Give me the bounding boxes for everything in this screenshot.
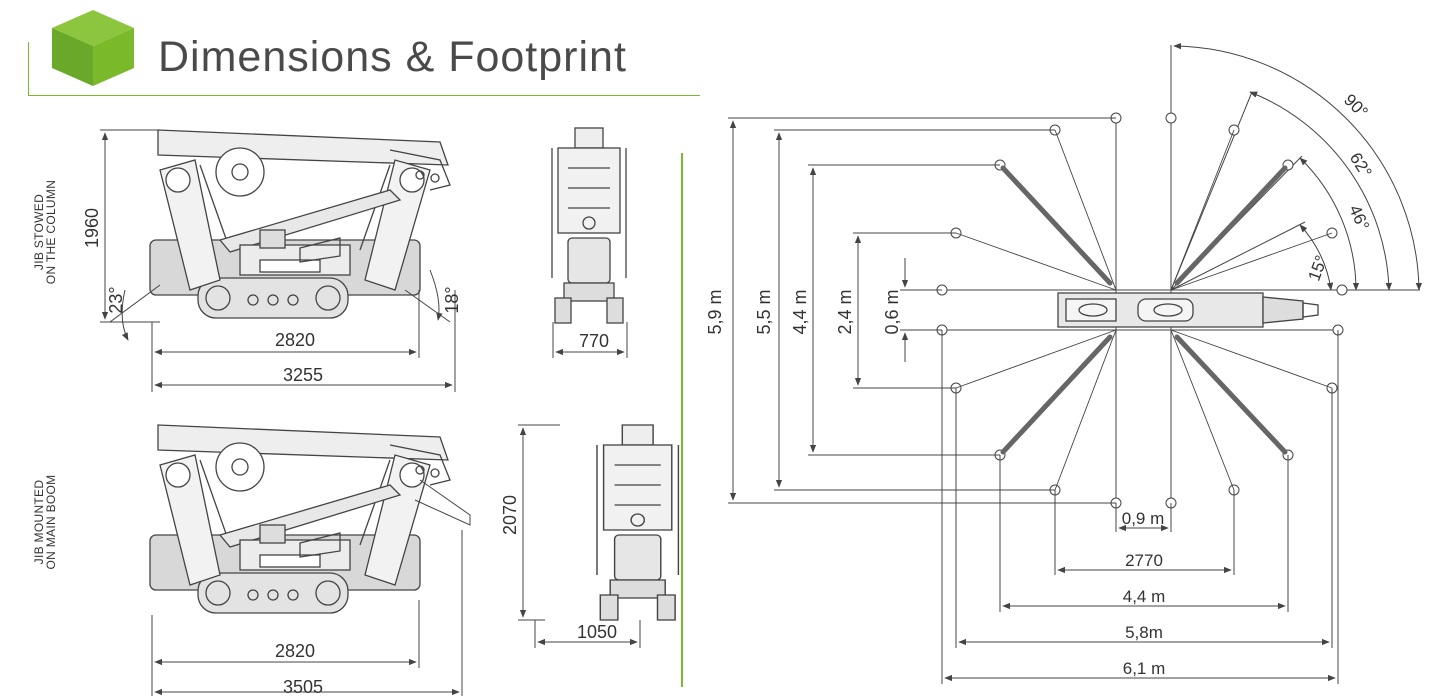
mounted-dimensions [151, 479, 471, 696]
stowed-width-dimension [552, 322, 628, 358]
vdim-5-9: 5,9 m [705, 289, 725, 334]
stowed-front-angle: 23° [106, 286, 126, 313]
angle-46: 46° [1345, 202, 1373, 233]
stowed-rear-angle: 18° [442, 286, 462, 313]
hdim-6-1: 6,1 m [1123, 659, 1166, 678]
header-rule [28, 42, 700, 96]
section-divider [681, 153, 683, 687]
vdim-2-4: 2,4 m [835, 289, 855, 334]
hdim-2770: 2770 [1125, 551, 1163, 570]
stowed-overall-length: 3255 [283, 365, 323, 385]
footprint-horizontal-dims [941, 330, 1339, 684]
hdim-4-4: 4,4 m [1123, 587, 1166, 606]
footprint-plan [936, 42, 1423, 520]
vdim-5-5: 5,5 m [754, 289, 774, 334]
stowed-width: 770 [579, 331, 609, 351]
mounted-width: 1050 [577, 622, 617, 642]
footprint-vertical-dims [728, 117, 1116, 504]
mounted-height: 2070 [500, 495, 520, 535]
stowed-track-length: 2820 [275, 330, 315, 350]
stowed-side-view [149, 129, 451, 319]
hdim-0-9: 0,9 m [1122, 509, 1165, 528]
mounted-front-view [596, 424, 680, 621]
header: Dimensions & Footprint [0, 0, 700, 100]
stowed-height-label: 1960 [82, 208, 102, 248]
mounted-dimensions-front [518, 424, 641, 648]
stowed-dimensions [100, 129, 456, 392]
footprint-machine [1057, 292, 1319, 328]
mounted-side-view [149, 424, 451, 614]
stowed-front-view [551, 127, 627, 324]
hdim-5-8: 5,8m [1125, 623, 1163, 642]
vdim-4-4: 4,4 m [790, 289, 810, 334]
mounted-track-length: 2820 [275, 641, 315, 661]
angle-62: 62° [1346, 149, 1376, 181]
page-title: Dimensions & Footprint [158, 33, 627, 81]
vdim-0-6: 0,6 m [882, 289, 902, 334]
mounted-overall-length: 3505 [283, 677, 323, 696]
cube-icon [52, 10, 134, 86]
angle-15: 15° [1305, 253, 1332, 284]
